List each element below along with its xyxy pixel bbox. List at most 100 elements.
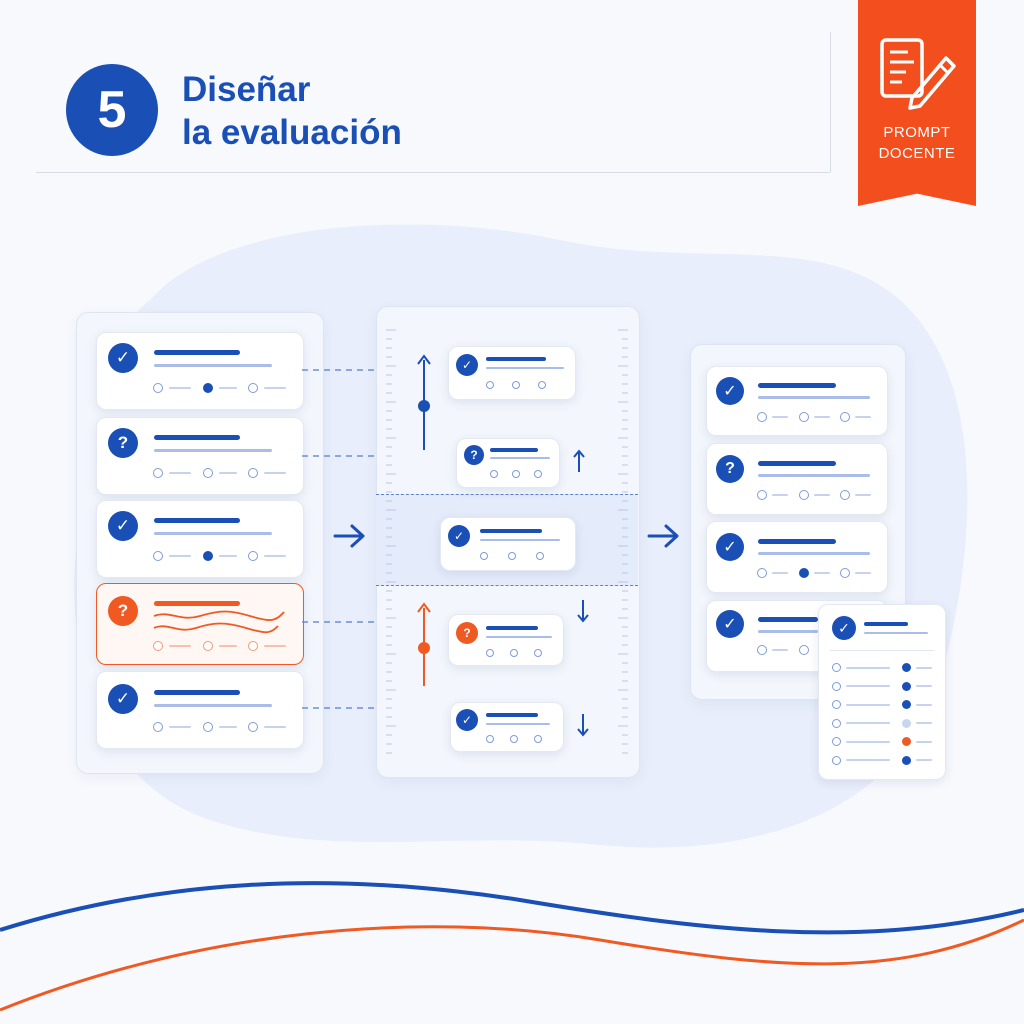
question-card-5[interactable] (96, 671, 304, 749)
question-card-4-flagged[interactable] (96, 583, 304, 665)
option-radio[interactable] (248, 551, 258, 561)
answer-key-option-radio[interactable] (832, 755, 841, 765)
answer-key-option-radio[interactable] (832, 737, 841, 746)
item-text-bar (758, 396, 870, 399)
option-radio[interactable] (799, 490, 809, 500)
answer-key-option-radio[interactable] (832, 681, 841, 691)
option-radio[interactable] (153, 468, 163, 478)
option-radio[interactable] (248, 383, 258, 393)
option-radio[interactable] (757, 412, 767, 422)
option-radio[interactable] (153, 641, 163, 651)
option-radio-selected[interactable] (799, 568, 809, 578)
item-text-bar (758, 474, 870, 477)
option-radio[interactable] (538, 381, 546, 389)
option-label (219, 472, 237, 474)
question-title-bar (154, 350, 240, 355)
option-radio[interactable] (510, 735, 518, 743)
item-title-bar (490, 448, 538, 452)
option-radio[interactable] (536, 552, 544, 560)
option-radio[interactable] (486, 735, 494, 743)
option-label (169, 472, 191, 474)
option-label (219, 645, 237, 647)
option-radio[interactable] (757, 490, 767, 500)
page-title-line1: Diseñar (182, 70, 311, 109)
option-radio[interactable] (799, 645, 809, 655)
answer-key-option-radio[interactable] (832, 718, 841, 728)
option-label (264, 726, 286, 728)
page-title-line2: la evaluación (182, 113, 402, 152)
question-icon: ? (716, 455, 744, 483)
option-radio[interactable] (248, 641, 258, 651)
question-title-bar (154, 690, 240, 695)
item-text-bar (486, 723, 550, 725)
option-radio-selected[interactable] (203, 551, 213, 561)
ribbon-label-line1: PROMPT (883, 124, 951, 141)
option-radio[interactable] (534, 649, 542, 657)
option-radio[interactable] (840, 568, 850, 578)
option-radio-selected[interactable] (203, 383, 213, 393)
option-label (855, 416, 871, 418)
option-radio[interactable] (534, 470, 542, 478)
option-radio[interactable] (486, 381, 494, 389)
answer-key-status-dot (902, 737, 911, 746)
option-radio[interactable] (757, 568, 767, 578)
option-label (814, 416, 830, 418)
option-radio[interactable] (153, 722, 163, 732)
item-title-bar (486, 357, 546, 361)
answer-key-row-label (846, 722, 890, 724)
option-radio[interactable] (512, 381, 520, 389)
option-label (855, 572, 871, 574)
answer-key-status-dot (902, 663, 911, 672)
arrow-down-icon (577, 600, 589, 623)
question-icon: ? (108, 596, 138, 626)
item-text-bar (490, 457, 550, 459)
answer-key-row-value (916, 759, 932, 761)
question-title-bar (154, 435, 240, 440)
option-label (219, 726, 237, 728)
option-label (264, 387, 286, 389)
step-number-badge: 5 (66, 64, 158, 156)
option-radio[interactable] (203, 641, 213, 651)
option-radio[interactable] (840, 412, 850, 422)
option-label (264, 472, 286, 474)
answer-key-option-radio[interactable] (832, 663, 841, 672)
option-radio[interactable] (840, 490, 850, 500)
connector-lines (302, 369, 376, 709)
option-radio[interactable] (203, 468, 213, 478)
answer-key-status-dot (902, 718, 911, 728)
option-radio[interactable] (248, 722, 258, 732)
header-divider (36, 172, 830, 173)
option-radio[interactable] (486, 649, 494, 657)
answer-key-row-label (846, 666, 890, 669)
answer-key-divider (830, 650, 934, 651)
option-radio[interactable] (508, 552, 516, 560)
option-radio[interactable] (480, 552, 488, 560)
option-radio[interactable] (153, 383, 163, 393)
answer-key-row-label (846, 759, 890, 761)
option-radio[interactable] (153, 551, 163, 561)
decorative-waves (0, 881, 1024, 1012)
answer-key-option-radio[interactable] (832, 700, 841, 709)
question-title-bar (154, 601, 240, 606)
option-radio[interactable] (510, 649, 518, 657)
option-label (855, 494, 871, 496)
item-text-bar (486, 636, 552, 638)
option-radio[interactable] (534, 735, 542, 743)
option-label (219, 555, 237, 557)
option-radio[interactable] (512, 470, 520, 478)
option-radio[interactable] (757, 645, 767, 655)
arrow-up-icon (573, 449, 585, 472)
option-radio[interactable] (203, 722, 213, 732)
option-label (772, 494, 788, 496)
option-radio[interactable] (799, 412, 809, 422)
question-icon: ? (108, 428, 138, 458)
answer-key-status-dot (902, 755, 911, 765)
option-radio[interactable] (248, 468, 258, 478)
option-label (264, 555, 286, 557)
final-item-3[interactable] (706, 521, 888, 593)
check-icon: ✓ (456, 709, 478, 731)
check-icon: ✓ (716, 533, 744, 561)
item-title-bar (758, 383, 836, 388)
option-radio[interactable] (490, 470, 498, 478)
prompt-docente-ribbon (858, 0, 976, 206)
